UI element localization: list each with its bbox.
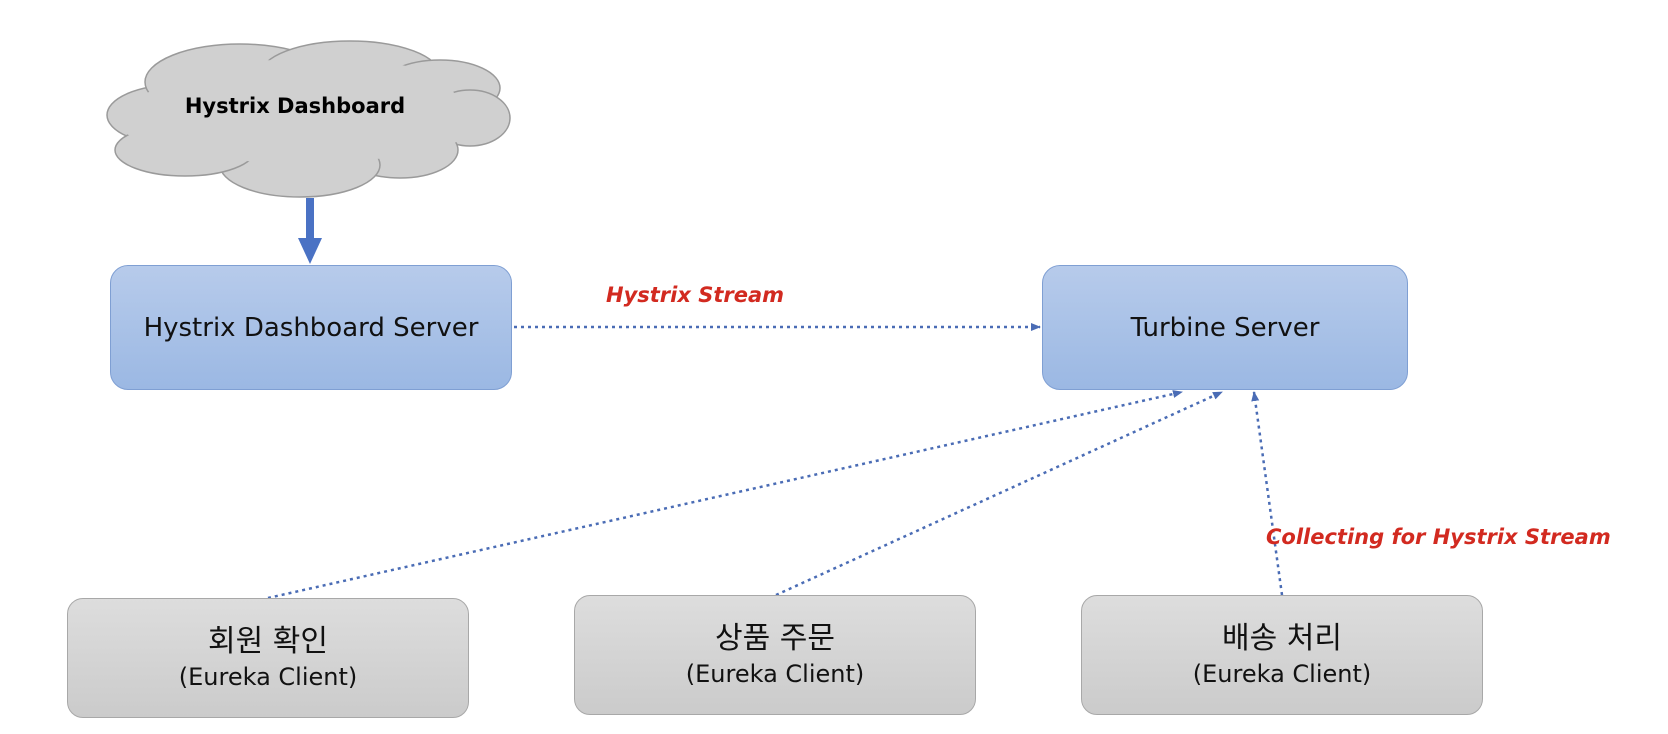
client-delivery-sub: (Eureka Client) bbox=[1192, 660, 1372, 688]
hystrix-dashboard-server-box: Hystrix Dashboard Server bbox=[110, 265, 512, 390]
cloud-label: Hystrix Dashboard bbox=[184, 94, 406, 118]
cloud-shape bbox=[106, 40, 511, 198]
turbine-server-box: Turbine Server bbox=[1042, 265, 1408, 390]
turbine-server-label: Turbine Server bbox=[1130, 312, 1320, 343]
client-member-sub: (Eureka Client) bbox=[178, 663, 358, 691]
client-member-name: 회원 확인 bbox=[208, 624, 328, 659]
client-member-box: 회원 확인 (Eureka Client) bbox=[67, 598, 469, 718]
client-order-sub: (Eureka Client) bbox=[685, 660, 865, 688]
collecting-label: Collecting for Hystrix Stream bbox=[1266, 525, 1611, 549]
order-to-turbine-arrow bbox=[775, 390, 1223, 597]
client-order-box: 상품 주문 (Eureka Client) bbox=[574, 595, 976, 715]
cloud-to-dashboard-arrowhead bbox=[298, 238, 322, 264]
client-delivery-name: 배송 처리 bbox=[1222, 621, 1342, 656]
client-order-name: 상품 주문 bbox=[715, 621, 835, 656]
delivery-to-turbine-arrow bbox=[1251, 391, 1284, 596]
member-to-turbine-arrow bbox=[267, 390, 1183, 600]
hystrix-dashboard-server-label: Hystrix Dashboard Server bbox=[143, 312, 479, 343]
client-delivery-box: 배송 처리 (Eureka Client) bbox=[1081, 595, 1483, 715]
hystrix-stream-label: Hystrix Stream bbox=[606, 283, 785, 307]
